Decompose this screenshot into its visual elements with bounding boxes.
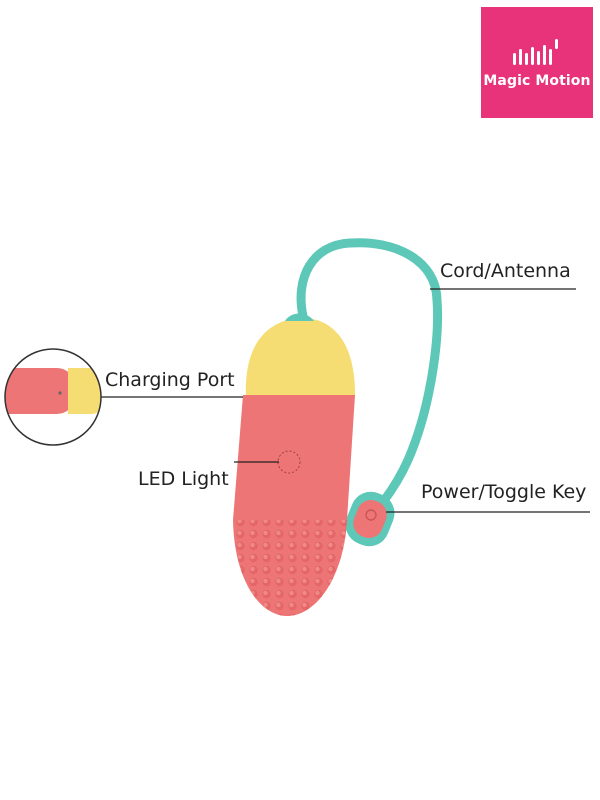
brand-logo: Magic Motion <box>481 7 593 118</box>
brand-name: Magic Motion <box>483 72 591 89</box>
power-key-pod <box>345 491 395 547</box>
led-light-icon <box>277 450 301 474</box>
yellow-cap <box>245 317 356 398</box>
sound-wave-icon <box>513 38 558 65</box>
cord-antenna-label: Cord/Antenna <box>440 260 571 282</box>
led-light-label: LED Light <box>138 468 229 490</box>
charging-port-label: Charging Port <box>105 369 235 391</box>
egg-body <box>233 395 355 616</box>
cord-antenna <box>296 238 442 507</box>
power-toggle-key-label: Power/Toggle Key <box>421 481 587 503</box>
charging-port-inset <box>4 348 102 446</box>
